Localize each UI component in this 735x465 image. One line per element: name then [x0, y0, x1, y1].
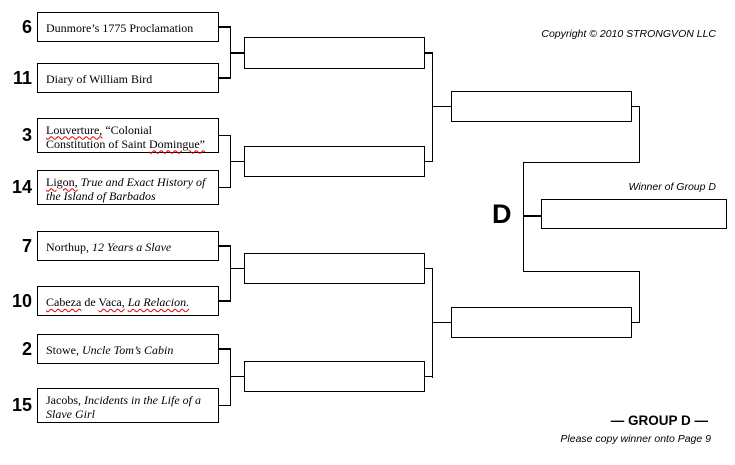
connector-line: [425, 160, 433, 163]
connector-line: [229, 375, 244, 378]
connector-line: [425, 375, 433, 378]
seed-number-14: 14: [11, 177, 32, 197]
connector-line: [522, 215, 542, 217]
connector-line: [219, 300, 231, 302]
seed-number-10: 10: [11, 291, 32, 311]
entry-text: Dunmore’s 1775 Proclamation: [38, 19, 198, 35]
text-segment: Cabeza: [46, 295, 82, 309]
connector-line: [425, 267, 433, 270]
connector-line: [219, 186, 231, 189]
entry-box-diary: Diary of William Bird: [37, 63, 219, 93]
round2-slot-4: [244, 361, 425, 392]
connector-line: [522, 161, 524, 272]
text-segment: Diary of William Bird: [46, 72, 153, 86]
text-segment: 12 Years a Slave: [92, 240, 172, 254]
text-segment: Uncle Tom’s Cabin: [82, 343, 174, 357]
text-segment: Dunmore’s 1775 Proclamation: [46, 21, 194, 35]
entry-text: Northup, 12 Years a Slave: [38, 238, 176, 254]
text-segment: Louverture,: [46, 122, 103, 137]
text-segment: Jacobs,: [46, 392, 84, 407]
connector-line: [219, 348, 231, 350]
text-segment: True and Exact History of the Island of …: [46, 174, 206, 203]
connector-line: [632, 321, 640, 324]
connector-line: [638, 105, 640, 163]
connector-line: [229, 267, 244, 270]
entry-box-ligon: Ligon, True and Exact History of the Isl…: [37, 170, 219, 205]
connector-line: [431, 105, 451, 108]
connector-line: [425, 52, 433, 54]
connector-line: [219, 77, 231, 79]
connector-line: [219, 134, 231, 137]
connector-line: [638, 270, 640, 324]
winner-of-group-label: Winner of Group D: [628, 181, 716, 193]
copy-winner-instruction: Please copy winner onto Page 9: [560, 433, 711, 445]
connector-line: [219, 404, 231, 407]
text-segment: Vaca,: [98, 295, 125, 309]
seed-number-6: 6: [21, 17, 32, 37]
entry-text: Diary of William Bird: [38, 70, 157, 86]
connector-line: [229, 348, 231, 407]
text-segment: Ligon,: [46, 174, 78, 189]
seed-number-15: 15: [11, 395, 32, 415]
connector-line: [219, 26, 231, 28]
entry-text: Cabeza de Vaca, La Relacion.: [38, 293, 194, 309]
entry-box-stowe: Stowe, Uncle Tom’s Cabin: [37, 334, 219, 364]
text-segment: “Colonial Constitution of Saint: [46, 122, 152, 151]
entry-text: Jacobs, Incidents in the Life of a Slave…: [38, 391, 218, 421]
connector-line: [229, 160, 244, 163]
entry-box-dunmore: Dunmore’s 1775 Proclamation: [37, 12, 219, 42]
text-segment: La Relacion.: [127, 295, 190, 309]
entry-text: Louverture, “Colonial Constitution of Sa…: [38, 121, 218, 151]
round2-slot-1: [244, 37, 425, 69]
entry-box-louverture: Louverture, “Colonial Constitution of Sa…: [37, 118, 219, 153]
entry-box-cabeza: Cabeza de Vaca, La Relacion.: [37, 286, 219, 316]
entry-box-jacobs: Jacobs, Incidents in the Life of a Slave…: [37, 388, 219, 423]
semifinal-slot-top: [451, 91, 632, 122]
text-segment: Domingue”: [149, 136, 206, 151]
group-d-heading: — GROUP D —: [610, 413, 708, 428]
seed-number-3: 3: [21, 125, 32, 145]
connector-line: [229, 245, 231, 302]
winner-slot: [541, 199, 727, 229]
connector-line: [229, 52, 244, 54]
seed-number-7: 7: [21, 236, 32, 256]
connector-line: [219, 245, 231, 247]
seed-number-2: 2: [21, 339, 32, 359]
connector-line: [632, 105, 640, 108]
entry-text: Ligon, True and Exact History of the Isl…: [38, 173, 218, 203]
text-segment: de: [81, 295, 99, 309]
semifinal-slot-bottom: [451, 307, 632, 338]
round2-slot-2: [244, 146, 425, 177]
connector-line: [523, 161, 640, 164]
text-segment: Northup,: [46, 240, 92, 254]
entry-box-northup: Northup, 12 Years a Slave: [37, 231, 219, 261]
copyright-text: Copyright © 2010 STRONGVON LLC: [541, 28, 716, 40]
round2-slot-3: [244, 253, 425, 284]
entry-text: Stowe, Uncle Tom’s Cabin: [38, 341, 178, 357]
seed-number-11: 11: [12, 68, 32, 88]
text-segment: Incidents in the Life of a Slave Girl: [46, 392, 201, 421]
connector-line: [523, 270, 640, 273]
text-segment: Stowe,: [46, 343, 82, 357]
connector-line: [431, 52, 433, 163]
group-letter: D: [492, 199, 512, 229]
connector-line: [431, 321, 451, 324]
